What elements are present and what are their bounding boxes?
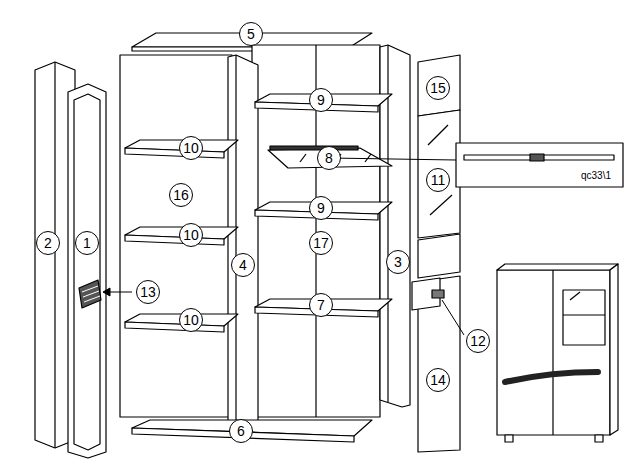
cabinet-preview — [497, 270, 610, 435]
callout-number: 3 — [386, 250, 410, 274]
callout-number: 10 — [179, 308, 203, 332]
callout-number: 13 — [136, 280, 160, 304]
callout-number: 4 — [231, 253, 255, 277]
profile — [464, 155, 614, 160]
callout-number: 1 — [75, 231, 99, 255]
door-frame — [418, 234, 460, 278]
callout-number: 17 — [309, 231, 333, 255]
callout-number: 14 — [426, 368, 450, 392]
window — [563, 290, 605, 345]
callout-number: 10 — [179, 136, 203, 160]
callout-number: 9 — [309, 88, 333, 112]
door-panel — [68, 84, 106, 458]
callout-number: 11 — [426, 168, 450, 192]
callout-number: 8 — [317, 146, 341, 170]
leader-line — [442, 300, 464, 335]
handle-bar — [505, 372, 598, 382]
callout-number: 10 — [179, 223, 203, 247]
glass-door — [418, 110, 460, 238]
callout-number: 9 — [309, 196, 333, 220]
inset-box — [456, 143, 623, 187]
part-code: qc33\1 — [580, 170, 612, 182]
handle — [79, 280, 101, 308]
callout-number: 6 — [229, 419, 253, 443]
panel-edge — [54, 62, 55, 448]
door-frame — [418, 55, 460, 116]
callout-number: 16 — [169, 183, 193, 207]
side-panel — [228, 55, 258, 438]
callout-number: 12 — [466, 329, 490, 353]
door-inner — [74, 94, 100, 450]
callout-number: 7 — [309, 293, 333, 317]
callout-number: 5 — [239, 22, 263, 46]
leader-line — [330, 158, 456, 160]
callout-number: 15 — [426, 76, 450, 100]
callout-number: 2 — [36, 231, 60, 255]
